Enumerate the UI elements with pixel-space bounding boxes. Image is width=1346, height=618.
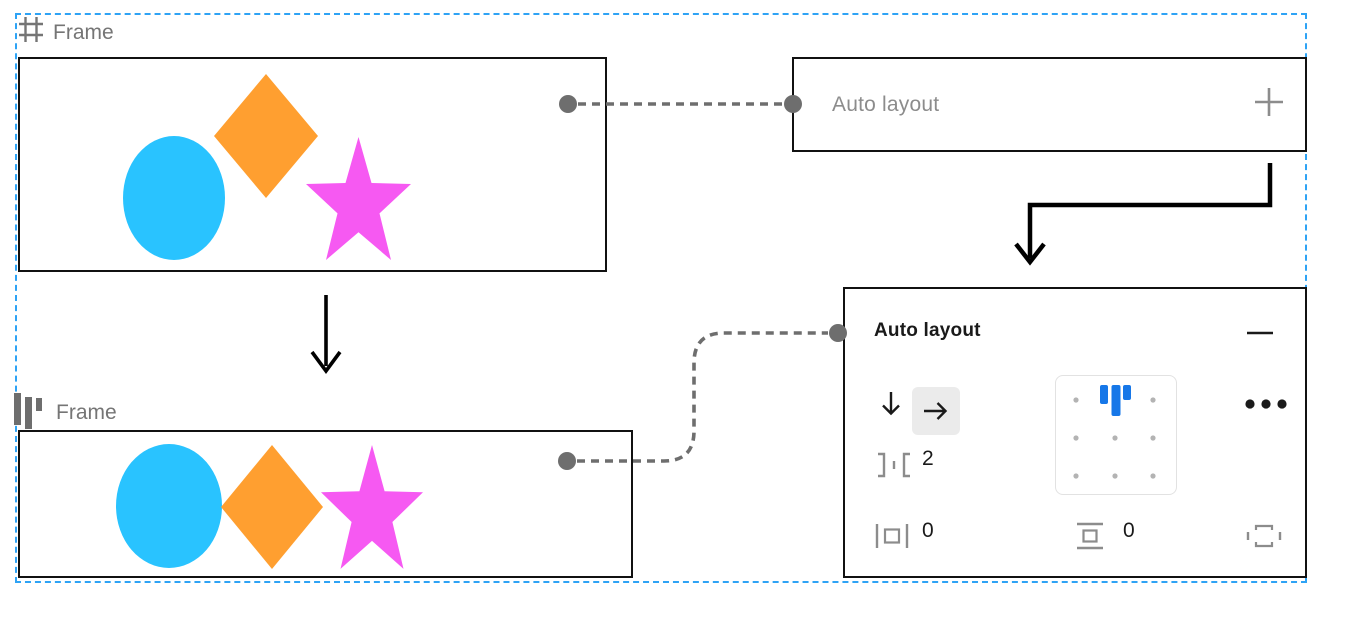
auto-layout-panel-expanded: Auto layout 2 xyxy=(843,287,1307,578)
vertical-padding-icon xyxy=(1075,521,1105,556)
minus-icon[interactable] xyxy=(1247,325,1273,341)
alignment-children-bar xyxy=(1100,385,1108,404)
orange-diamond-shape xyxy=(221,445,323,569)
elbow-arrow xyxy=(1027,163,1273,258)
auto-layout-frame-icon xyxy=(13,390,47,436)
bottom-frame-label-text: Frame xyxy=(56,401,117,424)
frame-icon xyxy=(18,16,44,49)
magenta-star-shape xyxy=(306,137,411,260)
auto-layout-panel-collapsed: Auto layout xyxy=(792,57,1307,152)
horizontal-padding-icon xyxy=(874,523,910,554)
magenta-star-shape xyxy=(321,445,423,569)
alignment-children-bar xyxy=(1111,385,1121,416)
arrow-right-icon[interactable] xyxy=(912,387,960,435)
individual-padding-icon[interactable] xyxy=(1246,523,1282,554)
bottom-frame xyxy=(18,430,633,578)
horizontal-gap-icon xyxy=(876,451,912,484)
alignment-children-bar xyxy=(1123,385,1131,400)
down-arrow-head xyxy=(310,350,342,375)
plus-icon[interactable] xyxy=(1253,86,1285,123)
gap-value-input[interactable]: 2 xyxy=(922,447,934,470)
arrow-down-icon[interactable] xyxy=(877,389,905,419)
top-frame xyxy=(18,57,607,272)
top-frame-label-text: Frame xyxy=(53,20,114,44)
bottom-frame-label[interactable]: Frame xyxy=(13,390,117,436)
top-frame-label[interactable]: Frame xyxy=(18,16,114,49)
cyan-circle-shape xyxy=(116,444,222,568)
orange-diamond-shape xyxy=(214,74,318,198)
alignment-grid[interactable] xyxy=(1055,375,1177,495)
horizontal-padding-input[interactable]: 0 xyxy=(922,519,934,542)
elbow-arrow-head xyxy=(1014,242,1046,266)
cyan-circle-shape xyxy=(123,136,225,260)
auto-layout-panel-title: Auto layout xyxy=(832,92,940,116)
vertical-padding-input[interactable]: 0 xyxy=(1123,519,1135,542)
dots-menu-icon[interactable] xyxy=(1244,397,1290,415)
auto-layout-panel-title: Auto layout xyxy=(874,320,981,341)
